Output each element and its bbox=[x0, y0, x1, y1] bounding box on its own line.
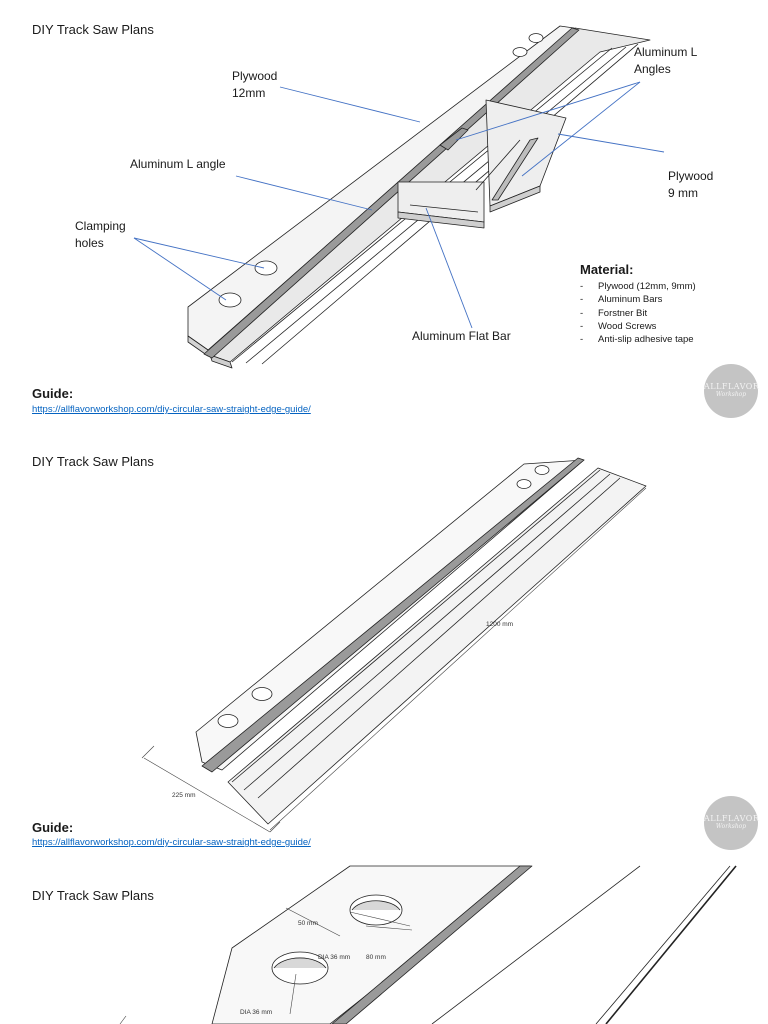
guide-heading: Guide: bbox=[32, 386, 74, 401]
clamping-hole-detail-drawing bbox=[119, 865, 737, 1024]
clamp-hole bbox=[534, 465, 550, 475]
clamp-hole bbox=[254, 260, 278, 276]
track-base-dimension-drawing bbox=[141, 457, 647, 833]
dim-hole-diameter-upper: DIA 36 mm bbox=[318, 954, 351, 961]
watermark-logo: ALLFLAVOR Workshop bbox=[704, 364, 760, 418]
clamp-hole bbox=[251, 687, 273, 701]
label-clamping-holes: Clamping holes bbox=[75, 219, 126, 250]
watermark-brand: ALLFLAVOR bbox=[704, 814, 760, 823]
panel-title: DIY Track Saw Plans bbox=[32, 22, 154, 37]
label-aluminum-l-angles: Aluminum L Angles bbox=[634, 45, 698, 76]
material-heading: Material: bbox=[580, 262, 634, 277]
panel-hole-detail: DIY Track Saw Plans 50 mm DIA 36 mm 80 m… bbox=[0, 864, 768, 1024]
dim-width: 225 mm bbox=[172, 792, 196, 799]
rail-angle bbox=[201, 457, 585, 773]
dim-hole-offset: 80 mm bbox=[366, 954, 386, 961]
label-aluminum-flat-bar: Aluminum Flat Bar bbox=[412, 329, 511, 343]
label-plywood-9mm: Plywood 9 mm bbox=[668, 169, 714, 200]
label-plywood-12mm: Plywood 12mm bbox=[232, 69, 278, 100]
material-list: Plywood (12mm, 9mm) Aluminum Bars Forstn… bbox=[580, 280, 696, 347]
material-item: Plywood (12mm, 9mm) bbox=[580, 280, 696, 294]
panel-assembly: DIY Track Saw Plans bbox=[0, 0, 768, 432]
track-saw-assembly-drawing bbox=[133, 25, 665, 369]
guide-link[interactable]: https://allflavorworkshop.com/diy-circul… bbox=[32, 837, 311, 848]
rail-angle bbox=[203, 27, 580, 359]
panel-title: DIY Track Saw Plans bbox=[32, 888, 154, 903]
base-plywood bbox=[227, 467, 647, 825]
dim-hole-spacing: 50 mm bbox=[298, 920, 318, 927]
panel-title: DIY Track Saw Plans bbox=[32, 454, 154, 469]
watermark-sub: Workshop bbox=[715, 391, 747, 398]
rail-angle bbox=[331, 865, 533, 1024]
clamp-hole bbox=[218, 292, 242, 308]
dim-length: 1200 mm bbox=[486, 621, 514, 628]
watermark-logo: ALLFLAVOR Workshop bbox=[704, 796, 760, 850]
clamp-hole bbox=[512, 47, 528, 57]
material-item: Anti-slip adhesive tape bbox=[580, 333, 696, 347]
base-plywood-edge bbox=[209, 354, 233, 369]
material-item: Aluminum Bars bbox=[580, 293, 696, 307]
clamp-hole bbox=[217, 714, 239, 728]
clamp-hole bbox=[516, 479, 532, 489]
watermark-brand: ALLFLAVOR bbox=[704, 382, 760, 391]
guide-heading: Guide: bbox=[32, 820, 74, 835]
guide-link[interactable]: https://allflavorworkshop.com/diy-circul… bbox=[32, 404, 311, 415]
panel-dimensions: DIY Track Saw Plans 1200 mm 225 mm Guide… bbox=[0, 432, 768, 864]
material-item: Forstner Bit bbox=[580, 307, 696, 321]
clamp-hole bbox=[528, 33, 544, 43]
label-aluminum-l-angle: Aluminum L angle bbox=[130, 157, 226, 171]
material-item: Wood Screws bbox=[580, 320, 696, 334]
dim-hole-diameter-lower: DIA 36 mm bbox=[240, 1009, 273, 1016]
watermark-sub: Workshop bbox=[715, 823, 747, 830]
